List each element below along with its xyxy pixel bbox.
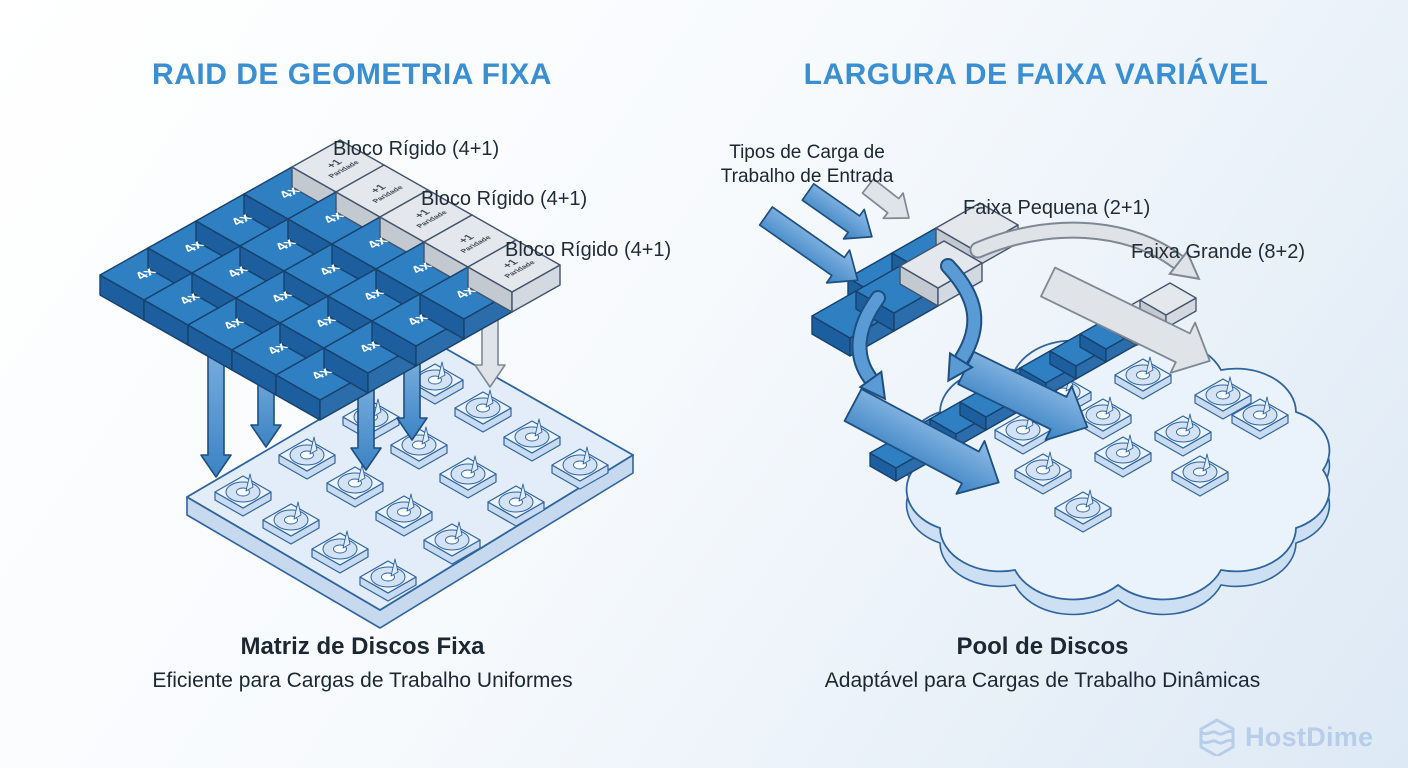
large-workload-arrow-icon bbox=[843, 388, 1000, 495]
input-workload-label: Tipos de Carga de Trabalho de Entrada bbox=[697, 141, 917, 189]
large-workload-arrow-icon bbox=[1040, 266, 1211, 374]
rigid-block-label-1: Bloco Rígido (4+1) bbox=[333, 138, 500, 160]
left-caption-subtitle: Eficiente para Cargas de Trabalho Unifor… bbox=[152, 669, 573, 692]
hostdime-layers-icon bbox=[1199, 718, 1235, 756]
right-caption-subtitle: Adaptável para Cargas de Trabalho Dinâmi… bbox=[824, 669, 1261, 692]
hostdime-logo: HostDime bbox=[1198, 718, 1373, 756]
workload-arrow-icon bbox=[758, 206, 859, 284]
left-title: RAID DE GEOMETRIA FIXA bbox=[152, 58, 552, 91]
pool-input-arrows bbox=[843, 266, 1211, 495]
rigid-block-label-3: Bloco Rígido (4+1) bbox=[505, 239, 672, 261]
incoming-workload-arrows bbox=[758, 178, 910, 284]
left-caption-title: Matriz de Discos Fixa bbox=[240, 633, 485, 660]
variable-stripe-diagram bbox=[758, 178, 1331, 616]
large-workload-arrow-icon bbox=[957, 350, 1089, 442]
curved-arrow-head-icon bbox=[1167, 249, 1201, 281]
right-title: LARGURA DE FAIXA VARIÁVEL bbox=[803, 58, 1269, 91]
small-stripe-label: Faixa Pequena (2+1) bbox=[963, 197, 1151, 219]
curved-arrow-head-icon bbox=[858, 369, 887, 401]
hostdime-logo-text: HostDime bbox=[1245, 721, 1374, 752]
right-caption-title: Pool de Discos bbox=[956, 633, 1129, 660]
large-stripe-label: Faixa Grande (8+2) bbox=[1131, 241, 1305, 263]
rigid-block-label-2: Bloco Rígido (4+1) bbox=[421, 188, 588, 210]
curved-arrow-head-icon bbox=[947, 351, 975, 383]
input-workload-line2: Trabalho de Entrada bbox=[720, 166, 894, 187]
routing-arrows bbox=[851, 221, 1201, 401]
workload-arrow-icon bbox=[861, 178, 910, 220]
fixed-geometry-raid-diagram: 4x 4x 4x 4x 4x 4x 4x 4x 4x 4x 4x 4x 4x 4… bbox=[99, 139, 634, 629]
workload-arrow-icon bbox=[801, 182, 873, 240]
input-workload-line1: Tipos de Carga de bbox=[729, 142, 885, 163]
